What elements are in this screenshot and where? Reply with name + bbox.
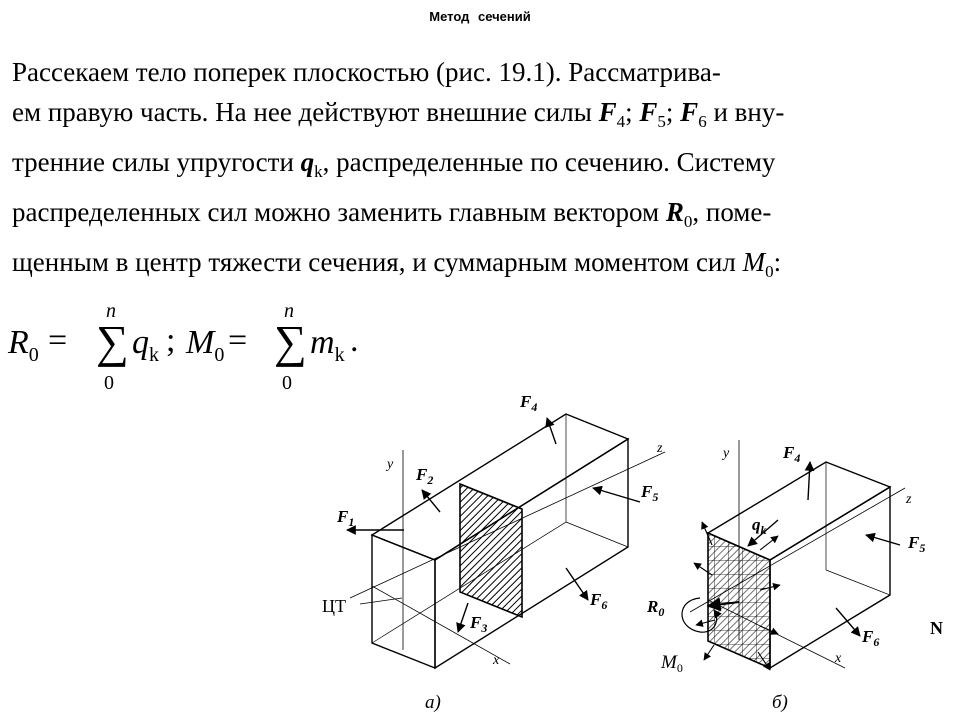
axis-z-label: z (656, 441, 663, 456)
axis-z-label: z (905, 492, 912, 507)
label-r0: R0 (646, 597, 664, 619)
figure-b-caption: б) (772, 692, 788, 713)
label-m0: M0 (660, 652, 683, 675)
force-f4-symbol: F4 (598, 97, 626, 131)
internal-forces-arrows (693, 521, 781, 671)
sum-symbol: ∑ (274, 316, 307, 367)
force-f5-arrow (865, 532, 901, 546)
formula-qk: qk (132, 324, 159, 366)
body-paragraph: Рассекаем тело поперек плоскостью (рис. … (12, 52, 952, 292)
axis-x-label: x (492, 653, 500, 668)
r0-arrow (706, 597, 740, 612)
force-f6-arrow (835, 607, 861, 637)
formula-equals: = (228, 322, 248, 359)
edge-mark: N (930, 618, 943, 638)
section-cut-hatched (459, 482, 523, 619)
force-f5-symbol: F5 (639, 97, 666, 131)
axis-y-label: y (385, 457, 394, 472)
label-f1: F1 (336, 507, 354, 529)
m0-moment-arc (681, 597, 722, 633)
sum-lower-limit: 0 (104, 372, 114, 394)
figure-a-labels: F1 F2 F3 F4 F5 F6 ЦТ y z x а) (322, 392, 663, 713)
text-fragment: ем правую часть. На нее действуют внешни… (12, 97, 599, 127)
text-fragment: распределенных сил можно заменить главны… (12, 197, 666, 227)
force-f4-arrow (804, 461, 815, 501)
separator: ; (665, 97, 681, 127)
formula-r0: R0 (8, 324, 39, 366)
text-fragment: щенным в центр тяжести сечения, и суммар… (12, 247, 743, 277)
axis-y-label: y (721, 446, 730, 461)
m0-symbol: M0 (742, 247, 774, 281)
text-fragment: , распределенные по сечению. Систему (322, 147, 776, 177)
figure-b-labels: F4 F5 F6 qk R0 M0 y z x N б) (646, 443, 943, 713)
force-f6-symbol: F6 (680, 97, 707, 131)
paragraph-line-1: Рассекаем тело поперек плоскостью (рис. … (12, 57, 721, 87)
separator: ; (625, 97, 640, 127)
figure-b (681, 440, 906, 671)
label-f4: F4 (519, 392, 537, 414)
text-fragment: , поме- (692, 197, 772, 227)
label-f6: F6 (589, 590, 607, 612)
paragraph-line-4: распределенных сил можно заменить главны… (12, 192, 952, 242)
force-f4-arrow (545, 417, 557, 445)
force-f5-arrow (592, 485, 641, 503)
label-qk: qk (752, 515, 767, 537)
cg-label: ЦТ (322, 596, 346, 616)
paragraph-line-3: тренние силы упругости qk, распределенны… (12, 142, 952, 192)
force-f6-arrow (565, 567, 589, 601)
paragraph-line-5: щенным в центр тяжести сечения, и суммар… (12, 242, 952, 292)
qk-arrow (747, 519, 779, 547)
sum-lower-limit: 0 (282, 372, 292, 394)
formula-end: . (350, 322, 359, 359)
figure-a (346, 413, 666, 670)
text-fragment: тренние силы упругости (12, 147, 301, 177)
figure-a-caption: а) (425, 692, 441, 713)
formula-equals: = (48, 322, 68, 359)
sum-upper-limit: n (284, 300, 294, 322)
r0-symbol: R0 (665, 197, 693, 231)
formula-mk: mk (310, 324, 345, 366)
label-f3: F3 (469, 613, 487, 635)
sum-symbol: ∑ (96, 316, 129, 367)
label-f5: F5 (907, 533, 925, 555)
formula-m0: M0 (186, 324, 225, 366)
qk-symbol: qk (300, 147, 323, 181)
axis-x-label: x (834, 651, 842, 666)
slide-title: Метод сечений (429, 9, 531, 24)
cg-leader-line (359, 597, 403, 605)
box-a-outline (370, 413, 630, 670)
text-fragment: : (773, 247, 782, 277)
sum-upper-limit: n (106, 300, 116, 322)
paragraph-line-2: ем правую часть. На нее действуют внешни… (12, 92, 952, 142)
text-fragment: и вну- (706, 97, 785, 127)
label-f5: F5 (640, 482, 658, 504)
label-f4: F4 (782, 443, 800, 465)
label-f6: F6 (861, 627, 879, 649)
force-f2-arrow (421, 489, 441, 513)
formula-separator: ; (166, 322, 176, 359)
force-f3-arrow (456, 602, 469, 633)
label-f2: F2 (415, 465, 433, 487)
section-method-figure: F1 F2 F3 F4 F5 F6 ЦТ y z x а) (322, 392, 943, 713)
